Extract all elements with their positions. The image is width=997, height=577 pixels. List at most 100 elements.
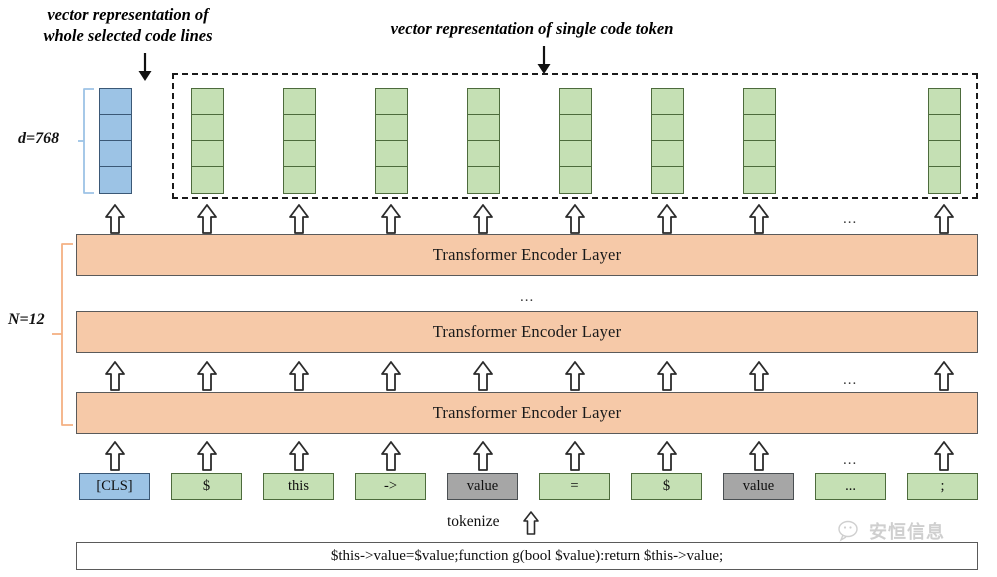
vector-cell: [651, 88, 684, 116]
token-output-vector: [928, 88, 961, 195]
watermark: 安恒信息: [838, 518, 945, 544]
token-output-vector: [467, 88, 500, 195]
token-box-cls[interactable]: [CLS]: [79, 473, 150, 500]
up-arrow-icon: [748, 440, 770, 472]
vector-cell: [743, 88, 776, 116]
vector-cell: [743, 166, 776, 195]
dimension-bracket: [78, 88, 96, 194]
vector-cell: [191, 114, 224, 142]
token-output-vector: [651, 88, 684, 195]
vector-cell: [99, 140, 132, 168]
up-arrow-icon: [288, 440, 310, 472]
token-box-value-1[interactable]: value: [447, 473, 518, 500]
token-box-value-2[interactable]: value: [723, 473, 794, 500]
token-output-vector: [283, 88, 316, 195]
up-arrow-icon: [196, 203, 218, 235]
up-arrow-icon: [933, 440, 955, 472]
vector-cell: [559, 114, 592, 142]
token-box-ellipsis[interactable]: ...: [815, 473, 886, 500]
vector-cell: [467, 114, 500, 142]
token-box-semicolon[interactable]: ;: [907, 473, 978, 500]
ellipsis-output-vectors: ...: [843, 211, 858, 227]
ellipsis-token-arrows: ...: [843, 452, 858, 468]
up-arrow-icon: [472, 203, 494, 235]
vector-cell: [283, 140, 316, 168]
vector-cell: [559, 140, 592, 168]
up-arrow-icon: [288, 360, 310, 392]
token-output-vector: [743, 88, 776, 195]
up-arrow-icon: [104, 440, 126, 472]
up-arrow-icon: [564, 360, 586, 392]
watermark-text: 安恒信息: [869, 522, 945, 542]
up-arrow-icon: [656, 440, 678, 472]
vector-cell: [99, 114, 132, 142]
dimension-label: d=768: [18, 130, 60, 147]
up-arrow-icon: [933, 203, 955, 235]
up-arrow-icon: [748, 203, 770, 235]
wechat-logo-icon: [838, 520, 864, 542]
vector-cell: [928, 88, 961, 116]
vector-cell: [467, 166, 500, 195]
vector-cell: [743, 114, 776, 142]
vector-cell: [743, 140, 776, 168]
vector-cell: [651, 166, 684, 195]
vector-cell: [375, 140, 408, 168]
down-arrow-icon-left: [134, 52, 156, 82]
vector-cell: [651, 140, 684, 168]
vector-cell: [375, 166, 408, 195]
vector-cell: [559, 88, 592, 116]
token-vector-group-box: [172, 73, 978, 199]
up-arrow-icon: [933, 360, 955, 392]
down-arrow-icon-right: [533, 45, 555, 75]
vector-cell: [559, 166, 592, 195]
token-box-equals[interactable]: =: [539, 473, 610, 500]
transformer-encoder-layer-bottom: Transformer Encoder Layer: [76, 392, 978, 434]
caption-cls-vector: vector representation of whole selected …: [43, 5, 213, 46]
vector-cell: [283, 88, 316, 116]
layer-count-bracket: [52, 243, 74, 426]
vector-cell: [651, 114, 684, 142]
up-arrow-icon: [472, 360, 494, 392]
up-arrow-icon: [472, 440, 494, 472]
up-arrow-icon: [196, 440, 218, 472]
vector-cell: [191, 166, 224, 195]
vector-cell: [928, 114, 961, 142]
tokenize-label: tokenize: [447, 513, 500, 530]
vector-cell: [467, 88, 500, 116]
vector-cell: [99, 88, 132, 116]
token-output-vector: [191, 88, 224, 195]
token-box-this[interactable]: this: [263, 473, 334, 500]
vector-cell: [467, 140, 500, 168]
vector-cell: [928, 166, 961, 195]
up-arrow-icon: [748, 360, 770, 392]
up-arrow-icon: [656, 360, 678, 392]
up-arrow-icon: [104, 203, 126, 235]
up-arrow-icon-tokenize: [522, 510, 540, 536]
up-arrow-icon: [288, 203, 310, 235]
vector-cell: [99, 166, 132, 195]
token-box-dollar-1[interactable]: $: [171, 473, 242, 500]
token-output-vector: [375, 88, 408, 195]
vector-cell: [928, 140, 961, 168]
up-arrow-icon: [380, 360, 402, 392]
up-arrow-icon: [564, 440, 586, 472]
layer-count-label: N=12: [8, 311, 45, 328]
up-arrow-icon: [380, 440, 402, 472]
caption-token-vector: vector representation of single code tok…: [390, 19, 674, 38]
vector-cell: [375, 114, 408, 142]
vector-cell: [283, 166, 316, 195]
up-arrow-icon: [196, 360, 218, 392]
up-arrow-icon: [656, 203, 678, 235]
token-box-dollar-2[interactable]: $: [631, 473, 702, 500]
up-arrow-icon: [380, 203, 402, 235]
ellipsis-encoder-stack-upper: ...: [520, 289, 535, 305]
transformer-encoder-layer-middle: Transformer Encoder Layer: [76, 311, 978, 353]
source-code-bar: $this->value=$value;function g(bool $val…: [76, 542, 978, 570]
token-output-vector: [559, 88, 592, 195]
token-box-arrow[interactable]: ->: [355, 473, 426, 500]
vector-cell: [375, 88, 408, 116]
vector-cell: [283, 114, 316, 142]
ellipsis-encoder-arrows-mid: ...: [843, 372, 858, 388]
transformer-encoder-layer-top: Transformer Encoder Layer: [76, 234, 978, 276]
